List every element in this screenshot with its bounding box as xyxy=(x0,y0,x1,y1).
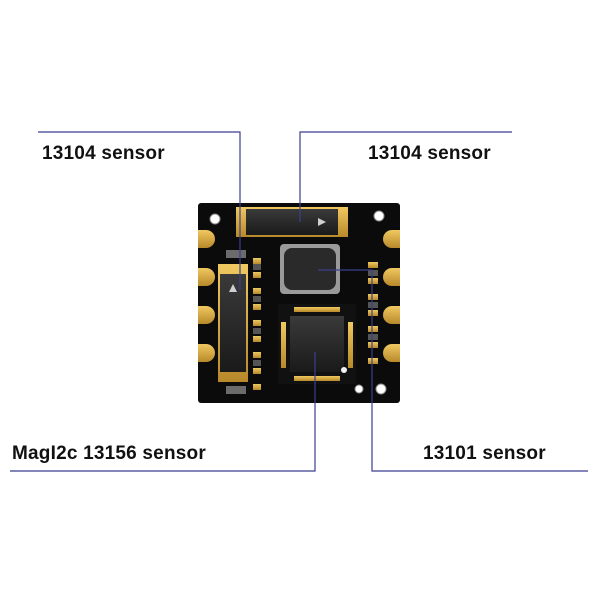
label-13101-sensor: 13101 sensor xyxy=(423,443,546,464)
leader-lines xyxy=(10,131,588,472)
label-13104-sensor-right: 13104 sensor xyxy=(368,143,491,164)
leader-line-top-right xyxy=(299,131,512,222)
sensor-component-magi2c-13156 xyxy=(278,304,356,384)
sensor-component-13101 xyxy=(280,244,340,294)
label-13104-sensor-left: 13104 sensor xyxy=(42,143,165,164)
leader-line-bottom-right xyxy=(318,269,588,472)
sensor-component-13104-top xyxy=(236,207,348,237)
label-magi2c-13156-sensor: MagI2c 13156 sensor xyxy=(12,443,206,464)
leader-line-top-left xyxy=(38,131,241,290)
sensor-component-13104-left xyxy=(218,264,248,382)
leader-line-bottom-left xyxy=(10,352,316,472)
passive-components xyxy=(226,250,378,394)
